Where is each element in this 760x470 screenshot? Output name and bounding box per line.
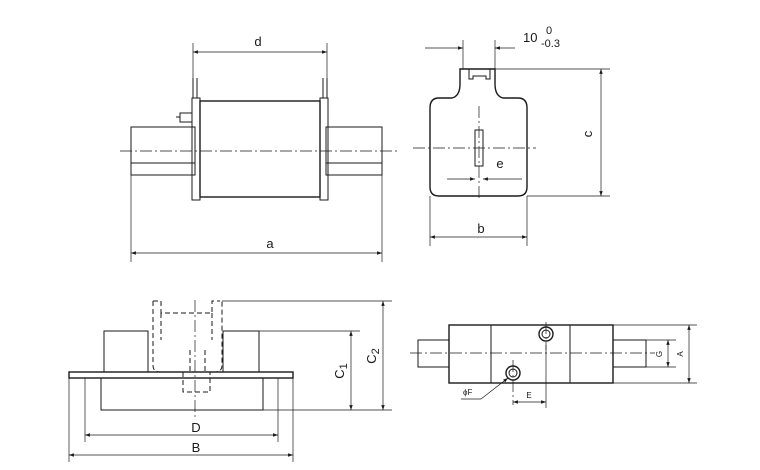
left-end-plate	[191, 97, 201, 201]
label-E: E	[526, 391, 531, 400]
right-end-plate	[319, 97, 329, 201]
base-plate	[68, 371, 294, 379]
base-front-view: C1 C2 D B	[68, 300, 392, 462]
label-b: b	[477, 221, 484, 236]
label-e: e	[496, 156, 503, 171]
dashed-fuse-outline	[152, 300, 223, 373]
leader-F	[480, 377, 509, 400]
label-F: ϕF	[463, 388, 472, 397]
base-top-view: G A ϕF E	[410, 322, 697, 408]
label-A: A	[676, 351, 685, 357]
side-view: 10 0 -0.3 c e b	[413, 25, 610, 246]
label-d: d	[254, 34, 261, 49]
fuse-body	[199, 100, 321, 198]
base-lower-body	[100, 377, 264, 411]
side-outline	[429, 68, 528, 197]
label-D: D	[191, 420, 200, 435]
right-blade	[325, 126, 383, 176]
label-tol-upper: 0	[546, 25, 552, 37]
label-B: B	[192, 440, 201, 455]
indicator-knob	[179, 112, 193, 123]
label-a: a	[266, 236, 274, 251]
right-contact	[222, 330, 260, 373]
front-view: d a	[120, 34, 398, 262]
label-tol-lower: -0.3	[541, 38, 560, 50]
left-contact	[103, 330, 149, 373]
label-C1: C1	[332, 363, 350, 379]
label-c: c	[580, 130, 595, 137]
right-tab	[612, 339, 647, 368]
label-G: G	[655, 351, 664, 357]
label-10: 10	[523, 30, 537, 45]
left-tab	[417, 339, 450, 368]
label-C2: C2	[364, 348, 382, 364]
base-top-body	[448, 324, 614, 384]
